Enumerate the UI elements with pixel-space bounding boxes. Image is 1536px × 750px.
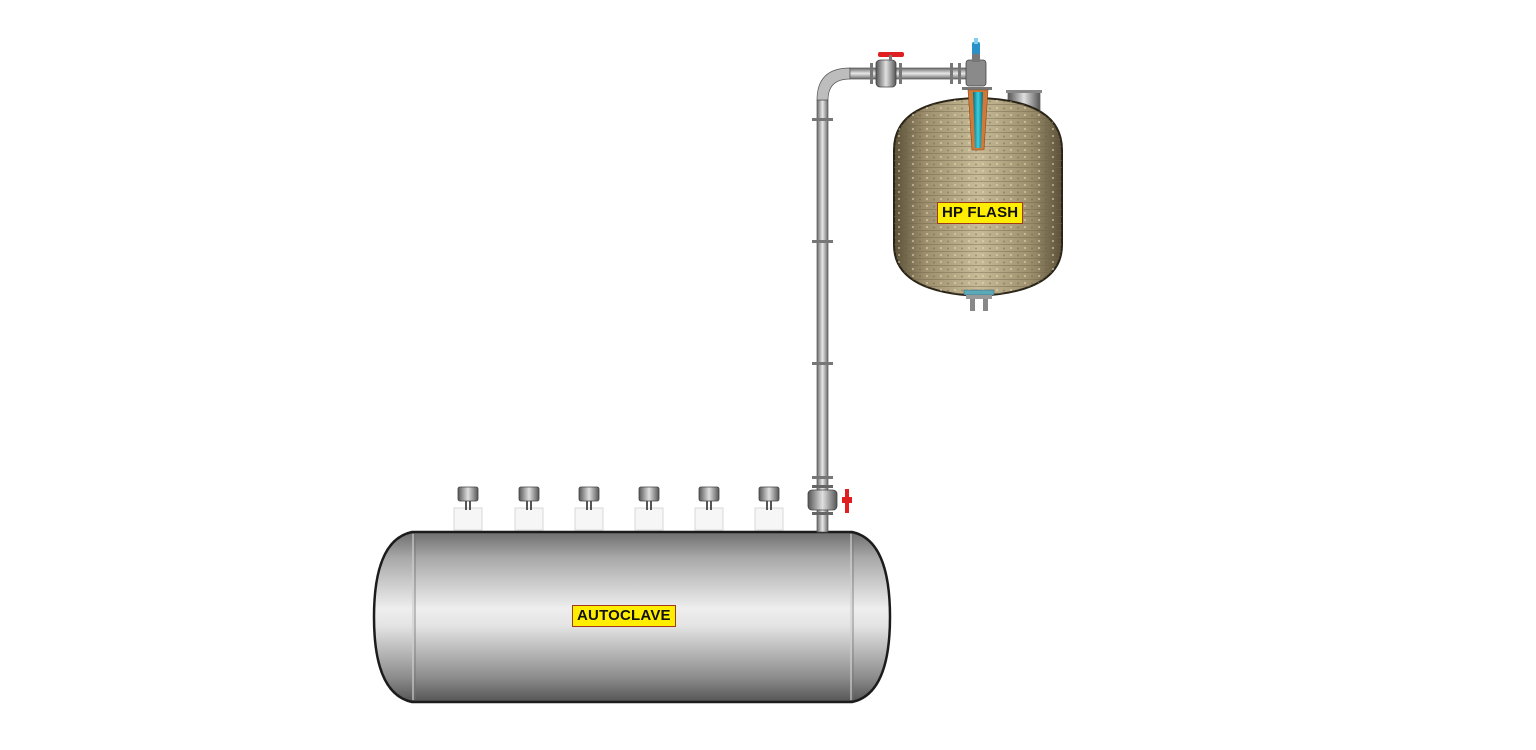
autoclave-nozzles: [453, 486, 784, 531]
hp-flash-vessel: [893, 89, 1063, 311]
riser-valve: [807, 485, 852, 515]
transfer-pipe: [807, 38, 992, 533]
autoclave-label: AUTOCLAVE: [572, 605, 676, 627]
hp-flash-label: HP FLASH: [937, 202, 1024, 224]
autoclave-vessel: [372, 486, 892, 704]
inlet-valve: [962, 38, 992, 90]
bottom-outlet: [963, 289, 995, 311]
inlet-distributor: [967, 89, 989, 151]
horizontal-valve: [870, 52, 961, 88]
